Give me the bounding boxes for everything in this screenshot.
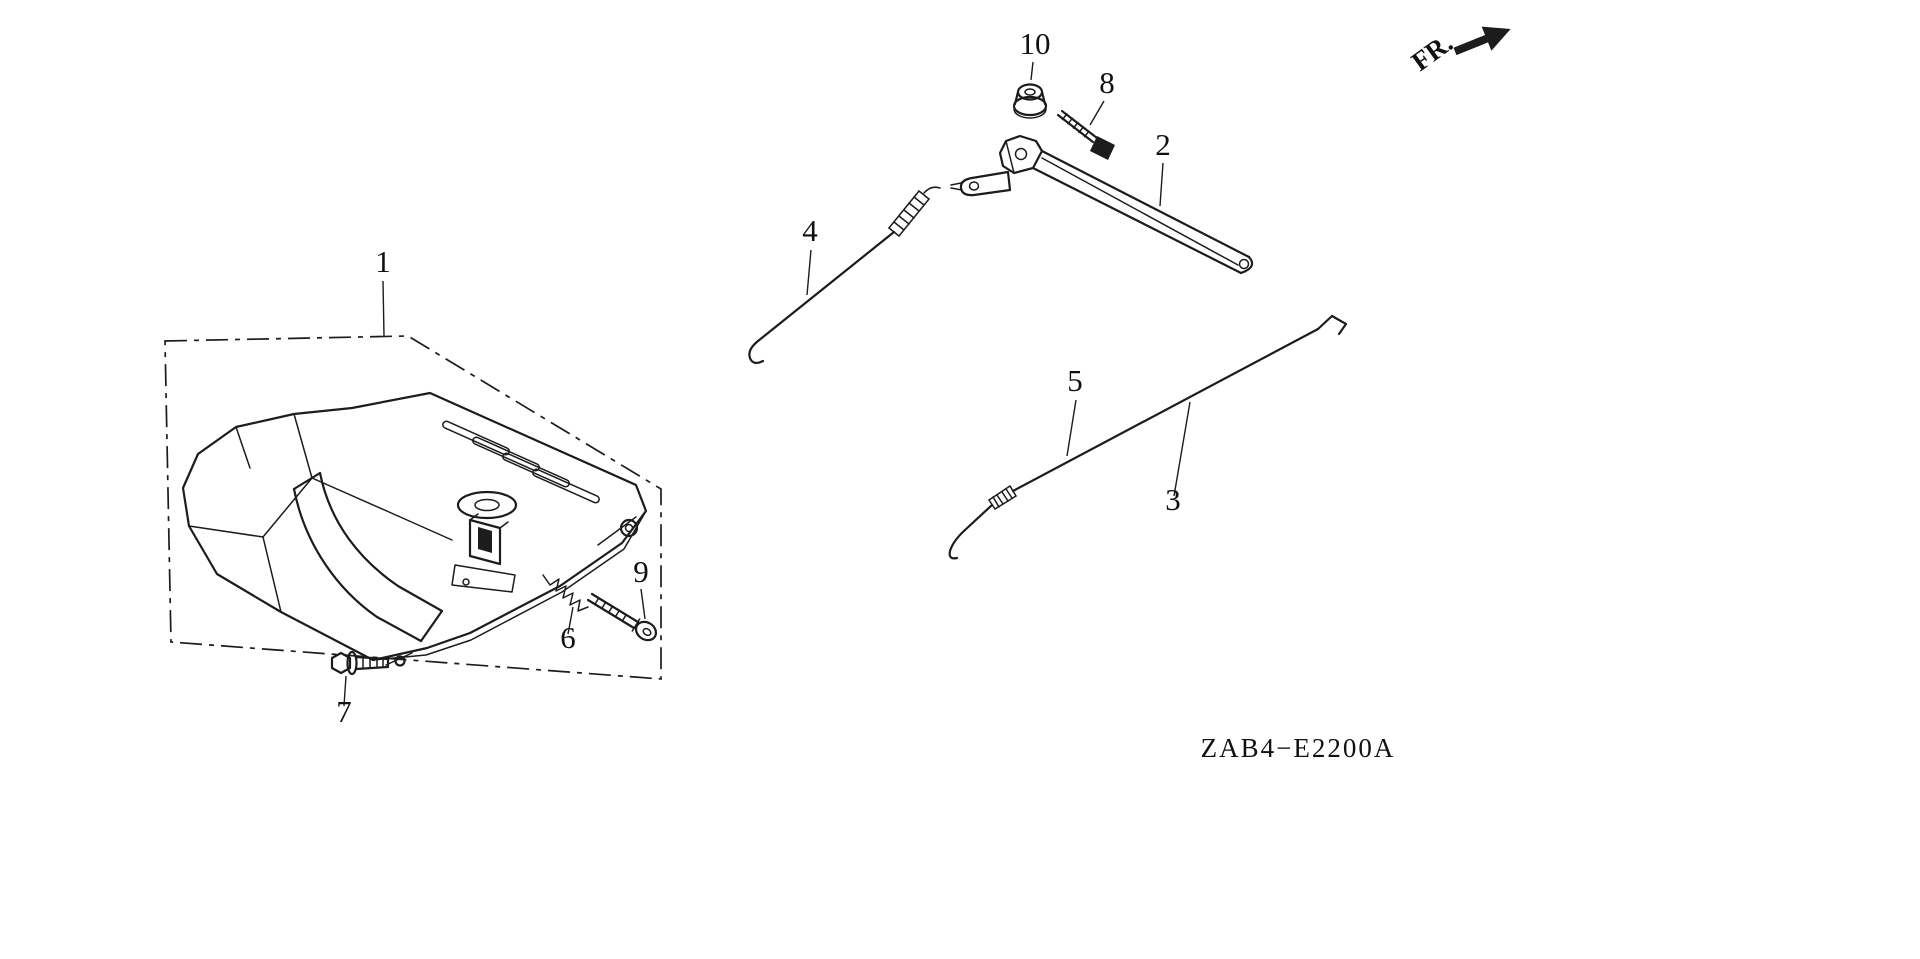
- part-label-2: 2: [1155, 127, 1171, 162]
- part-label-9: 9: [633, 554, 649, 589]
- cover-cable-bracket: [451, 513, 516, 593]
- cover-part-1: [181, 391, 648, 667]
- leader-lines: [343, 61, 1191, 707]
- part-label-8: 8: [1099, 65, 1115, 100]
- throttle-rod-part-4: [748, 186, 941, 365]
- fr-direction-label: FR.: [1406, 27, 1458, 76]
- spring-part-6: [542, 574, 589, 612]
- cover-right-flange: [597, 516, 639, 546]
- part-label-7: 7: [336, 694, 352, 729]
- cover-rib-slots: [442, 420, 600, 504]
- part-label-4: 4: [802, 213, 818, 248]
- cover-cable-cutout: [292, 471, 444, 643]
- part-label-6: 6: [560, 620, 576, 655]
- part-label-10: 10: [1020, 26, 1051, 61]
- nut-part-10: [1012, 83, 1048, 119]
- bolt-part-7: [330, 650, 390, 676]
- diagram-code: ZAB4−E2200A: [1201, 733, 1396, 763]
- cover-bottom-tab: [385, 652, 413, 667]
- choke-rod-part-3: [948, 314, 1348, 560]
- part-label-1: 1: [375, 244, 391, 279]
- part1-boundary-box: [164, 335, 662, 680]
- front-direction-marker: FR.: [1406, 26, 1511, 77]
- screw-part-9: [586, 592, 658, 642]
- screw-part-8: [1056, 109, 1115, 160]
- part-label-5: 5: [1067, 363, 1083, 398]
- fr-arrow-icon: [1453, 26, 1511, 56]
- control-arm-part-2: [950, 134, 1254, 275]
- part-label-3: 3: [1165, 482, 1181, 517]
- cover-grommet-boss: [456, 490, 518, 520]
- part-number-labels: 1 2 3 4 5 6 7 8 9 10: [336, 26, 1181, 729]
